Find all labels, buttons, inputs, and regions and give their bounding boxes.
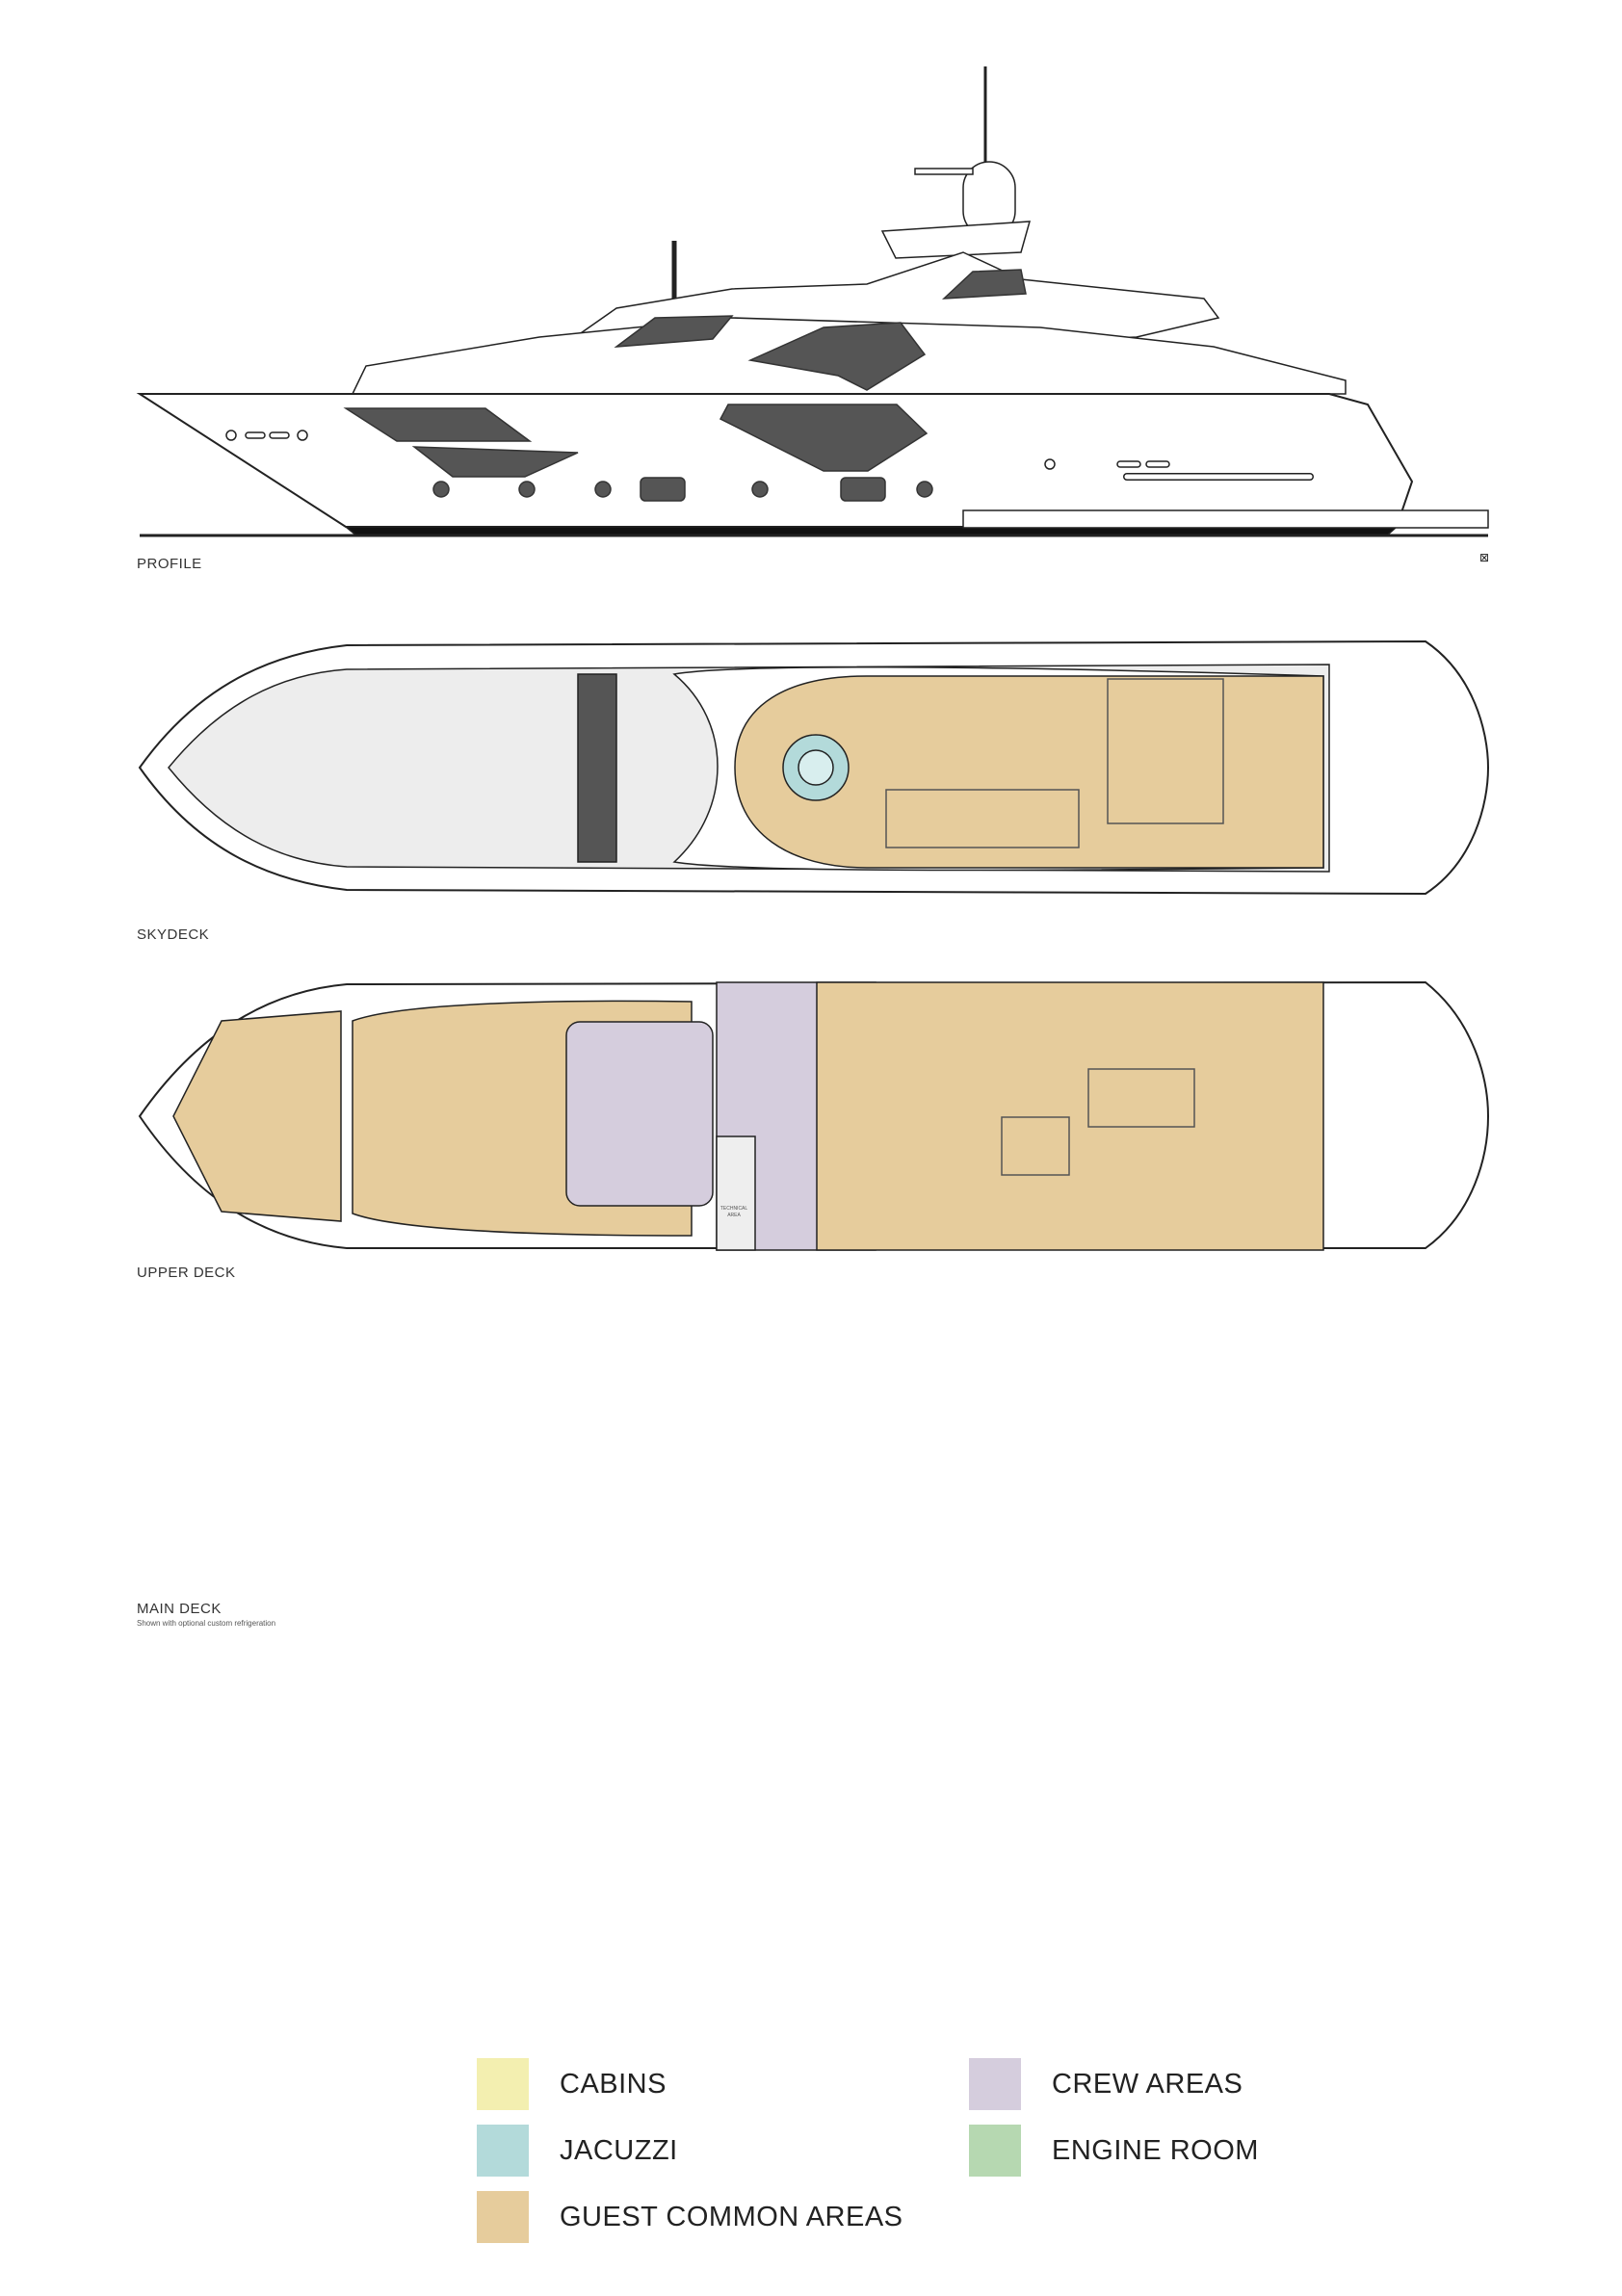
legend-swatch-jacuzzi xyxy=(477,2125,529,2177)
legend-label: JACUZZI xyxy=(560,2134,678,2166)
sky-lounge-guest-area xyxy=(816,981,1324,1251)
foredeck-guest-area xyxy=(172,1010,342,1222)
main-deck-note: Shown with optional custom refrigeration xyxy=(137,1619,276,1628)
legend-label: CREW AREAS xyxy=(1052,2068,1243,2100)
skydeck-label: SKYDECK xyxy=(137,926,210,943)
portholes xyxy=(432,477,933,502)
north-arrow-icon: ⊠ xyxy=(1479,551,1489,564)
technical-area-label: TECHNICAL AREA xyxy=(719,1206,748,1218)
upper-portholes xyxy=(225,430,1170,470)
windows xyxy=(343,269,1027,478)
legend-guest-common-areas: GUEST COMMON AREAS xyxy=(477,2191,903,2243)
main-deck-label: MAIN DECK xyxy=(137,1601,222,1617)
legend-swatch-cabins xyxy=(477,2058,529,2110)
legend-swatch-engine xyxy=(969,2125,1021,2177)
upper-deck-plan xyxy=(138,980,1490,1251)
legend-label: GUEST COMMON AREAS xyxy=(560,2201,903,2232)
legend-label: ENGINE ROOM xyxy=(1052,2134,1259,2166)
swim-platform xyxy=(962,509,1489,529)
profile-label: PROFILE xyxy=(137,556,202,572)
legend-jacuzzi: JACUZZI xyxy=(477,2125,678,2177)
profile-view: ⊠ xyxy=(136,66,1489,564)
skydeck-plan xyxy=(138,639,1490,896)
legend-cabins: CABINS xyxy=(477,2058,667,2110)
legend-engine-room: ENGINE ROOM xyxy=(969,2125,1259,2177)
radar-arch xyxy=(880,221,1032,259)
upper-deck-label: UPPER DECK xyxy=(137,1265,236,1281)
wheelhouse-crew-area xyxy=(565,1021,714,1207)
legend-label: CABINS xyxy=(560,2068,667,2100)
skydeck-guest-area xyxy=(734,675,1324,869)
legend-swatch-crew xyxy=(969,2058,1021,2110)
legend-crew-areas: CREW AREAS xyxy=(969,2058,1243,2110)
legend-swatch-guest xyxy=(477,2191,529,2243)
